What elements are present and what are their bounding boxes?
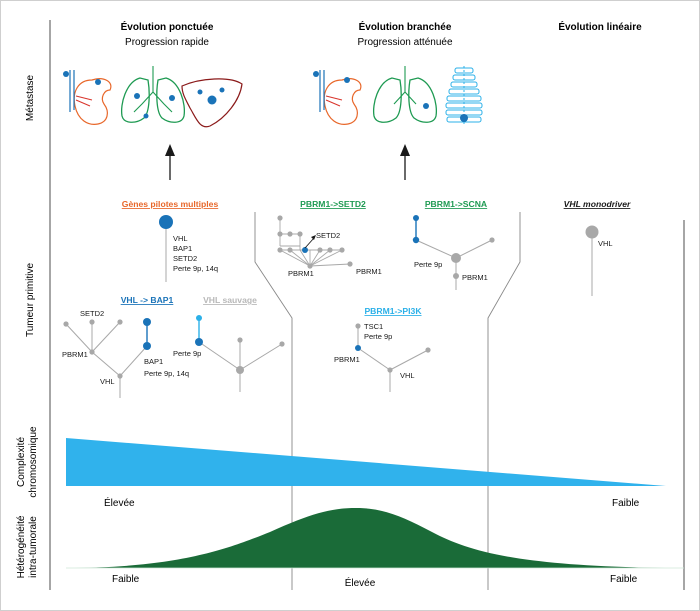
label-loss-9p: Perte 9p <box>414 260 442 269</box>
label-setd2: SETD2 <box>80 309 104 318</box>
nodes-vhl-wild <box>195 315 285 374</box>
label-pbrm1: PBRM1 <box>288 269 314 278</box>
nodes-pbrm1-scna <box>412 215 495 279</box>
label-vhl: VHL <box>100 377 115 386</box>
kidney-icon <box>313 70 362 125</box>
label-tsc1: TSC1 <box>364 322 383 331</box>
nodes-pbrm1-setd2 <box>277 215 353 269</box>
tree-vhl-wild <box>198 318 283 392</box>
label-pbrm1: PBRM1 <box>334 355 360 364</box>
label-pbrm1: PBRM1 <box>356 267 382 276</box>
lungs-icon <box>372 66 438 123</box>
row-label-metastasis: Métastase <box>25 74 36 121</box>
label-pbrm1: PBRM1 <box>62 350 88 359</box>
heading-pbrm1-scna: PBRM1->SCNA <box>425 199 487 209</box>
liver-icon <box>181 78 243 128</box>
label-vhl: VHL <box>400 371 415 380</box>
tree-multiple-drivers <box>159 215 173 282</box>
col-subtitle-branched: Progression atténuée <box>357 37 453 48</box>
label-bap1: BAP1 <box>144 357 163 366</box>
heterogeneity-high-label: Élevée <box>345 576 376 589</box>
heading-multiple-drivers: Gènes pilotes multiples <box>122 199 219 209</box>
separator-right <box>487 212 521 590</box>
tree-vhl-monodriver <box>585 225 599 296</box>
heading-pbrm1-setd2: PBRM1->SETD2 <box>300 199 366 209</box>
complexity-low-label: Faible <box>612 498 640 509</box>
label-vhl: VHL <box>173 234 188 243</box>
heterogeneity-curve <box>66 508 666 568</box>
heading-vhl-wild: VHL sauvage <box>203 295 257 305</box>
label-loss: Perte 9p, 14q <box>173 264 218 273</box>
col-title-branched: Évolution branchée <box>359 20 452 33</box>
heading-vhl-monodriver: VHL monodriver <box>564 199 631 209</box>
arrow-up-icon <box>400 144 410 180</box>
nodes-vhl-bap1 <box>63 318 151 379</box>
label-loss-9p: Perte 9p <box>364 332 392 341</box>
col-subtitle-punctuated: Progression rapide <box>125 37 209 48</box>
label-vhl: VHL <box>598 239 613 248</box>
col-title-linear: Évolution linéaire <box>558 20 642 33</box>
complexity-high-label: Élevée <box>104 496 135 509</box>
complexity-wedge <box>66 438 666 486</box>
heterogeneity-low-left-label: Faible <box>112 574 140 585</box>
row-label-heterogeneity-1: Hétérogénéité <box>16 515 27 578</box>
col-title-punctuated: Évolution ponctuée <box>121 20 214 33</box>
tree-vhl-bap1 <box>65 321 148 398</box>
row-label-primary: Tumeur primitive <box>25 263 36 338</box>
row-label-heterogeneity-2: intra-tumorale <box>28 516 39 578</box>
heading-vhl-bap1: VHL -> BAP1 <box>121 295 174 305</box>
label-loss-9p: Perte 9p <box>173 349 201 358</box>
tree-pbrm1-pi3k <box>357 326 429 392</box>
label-loss: Perte 9p, 14q <box>144 369 189 378</box>
label-setd2: SETD2 <box>316 231 340 240</box>
label-pbrm1: PBRM1 <box>462 273 488 282</box>
row-label-complexity-2: chromosomique <box>28 426 39 498</box>
arrow-up-icon <box>165 144 175 180</box>
separator-left <box>254 212 293 590</box>
lungs-icon <box>120 66 186 123</box>
setd2-pointer-arrow-icon <box>304 235 316 249</box>
spine-metastasis-dot <box>460 114 468 122</box>
heading-pbrm1-pi3k: PBRM1->PI3K <box>364 306 422 316</box>
row-label-complexity-1: Complexité <box>16 437 27 487</box>
tree-pbrm1-setd2 <box>279 218 351 267</box>
label-setd2: SETD2 <box>173 254 197 263</box>
kidney-icon <box>63 70 112 125</box>
nodes-pbrm1-pi3k <box>355 323 431 373</box>
label-bap1: BAP1 <box>173 244 192 253</box>
heterogeneity-low-right-label: Faible <box>610 574 638 585</box>
